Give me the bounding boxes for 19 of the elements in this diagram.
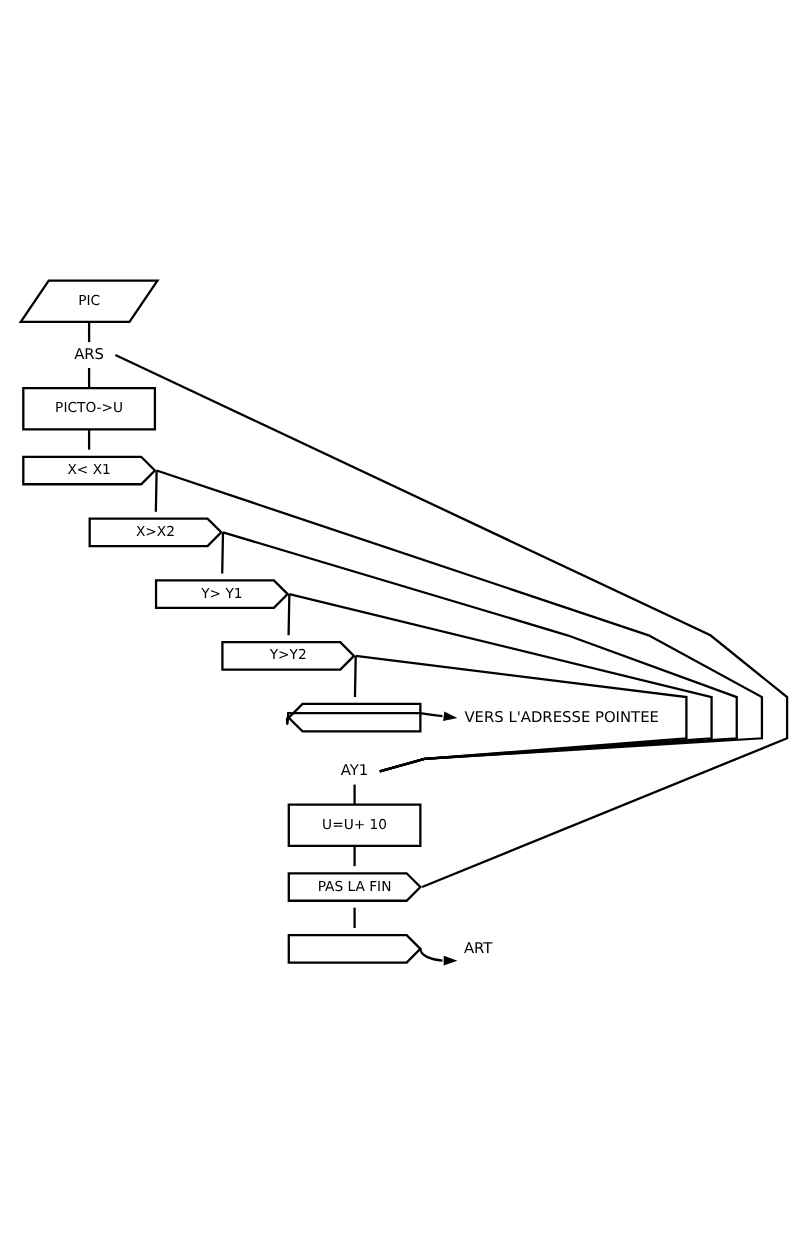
connector (287, 593, 291, 635)
connector (222, 530, 738, 772)
connector (154, 469, 158, 511)
connector (114, 352, 789, 888)
connector (353, 906, 356, 927)
node-pentagon (287, 932, 422, 963)
arrow (419, 947, 458, 965)
arrow (285, 710, 458, 723)
connector (156, 468, 764, 772)
connector (87, 320, 91, 342)
connector (355, 653, 688, 772)
connector (221, 531, 225, 573)
connector (353, 654, 357, 697)
connector (87, 428, 91, 449)
connector (353, 844, 356, 866)
connector (289, 592, 713, 772)
connector (87, 367, 91, 388)
connector (353, 783, 356, 804)
node-pentagon (287, 701, 422, 732)
